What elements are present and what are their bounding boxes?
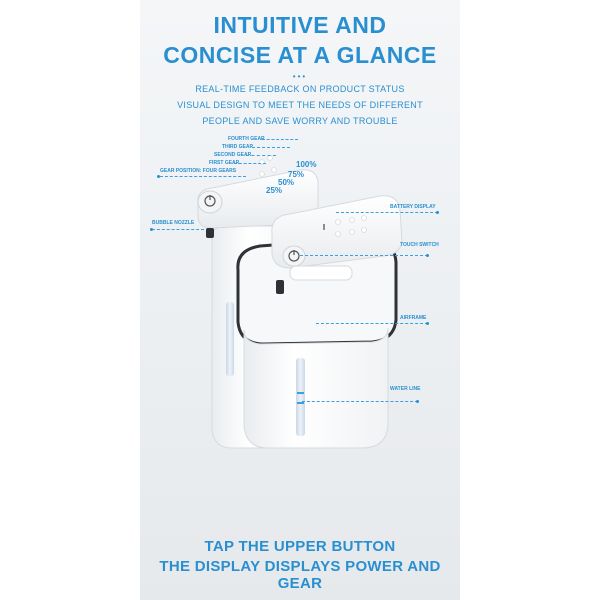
leader-fourth-gear <box>262 139 298 140</box>
label-airframe: AIRFRAME <box>400 315 427 321</box>
subtitle-line-1: REAL-TIME FEEDBACK ON PRODUCT STATUS <box>195 84 405 94</box>
leader-dot-water-line <box>416 400 419 403</box>
leader-dot-battery-display <box>436 211 439 214</box>
leader-first-gear <box>234 163 266 164</box>
leader-dot-touch-switch <box>426 254 429 257</box>
leader-touch-switch <box>300 255 428 256</box>
label-second-gear: SECOND GEAR <box>214 152 252 158</box>
label-gear-position: GEAR POSITION: FOUR GEARS <box>160 168 237 174</box>
battery-50: 50% <box>278 178 295 187</box>
leader-third-gear <box>252 147 290 148</box>
leader-dot-bubble-nozzle <box>150 228 153 231</box>
leader-dot-airframe <box>426 322 429 325</box>
label-fourth-gear: FOURTH GEAR <box>228 136 265 142</box>
headline-line-2: CONCISE AT A GLANCE <box>163 42 437 68</box>
leader-gear-position <box>160 176 246 177</box>
battery-100: 100% <box>296 160 317 169</box>
leader-airframe <box>316 323 428 324</box>
foam-dispenser-illustration <box>197 155 403 449</box>
leader-dot-gear-position <box>157 175 160 178</box>
footer-line-1: TAP THE UPPER BUTTON <box>204 538 396 555</box>
label-bubble-nozzle: BUBBLE NOZZLE <box>152 220 195 226</box>
subtitle-line-2: VISUAL DESIGN TO MEET THE NEEDS OF DIFFE… <box>177 100 423 110</box>
footer-line-2: THE DISPLAY DISPLAYS POWER AND GEAR <box>159 558 441 592</box>
subtitle-line-3: PEOPLE AND SAVE WORRY AND TROUBLE <box>202 116 398 126</box>
leader-bubble-nozzle <box>152 229 204 230</box>
leader-second-gear <box>246 155 276 156</box>
label-touch-switch: TOUCH SWITCH <box>400 242 439 248</box>
label-first-gear: FIRST GEAR <box>209 160 240 166</box>
leader-battery-display <box>336 212 438 213</box>
label-water-line: WATER LINE <box>390 386 421 392</box>
label-third-gear: THIRD GEAR <box>222 144 254 150</box>
label-battery-display: BATTERY DISPLAY <box>390 204 436 210</box>
headline-line-1: INTUITIVE AND <box>213 12 387 38</box>
battery-75: 75% <box>288 170 305 179</box>
leader-water-line <box>302 401 418 402</box>
divider-dots: ••• <box>292 72 308 81</box>
battery-25: 25% <box>266 186 283 195</box>
